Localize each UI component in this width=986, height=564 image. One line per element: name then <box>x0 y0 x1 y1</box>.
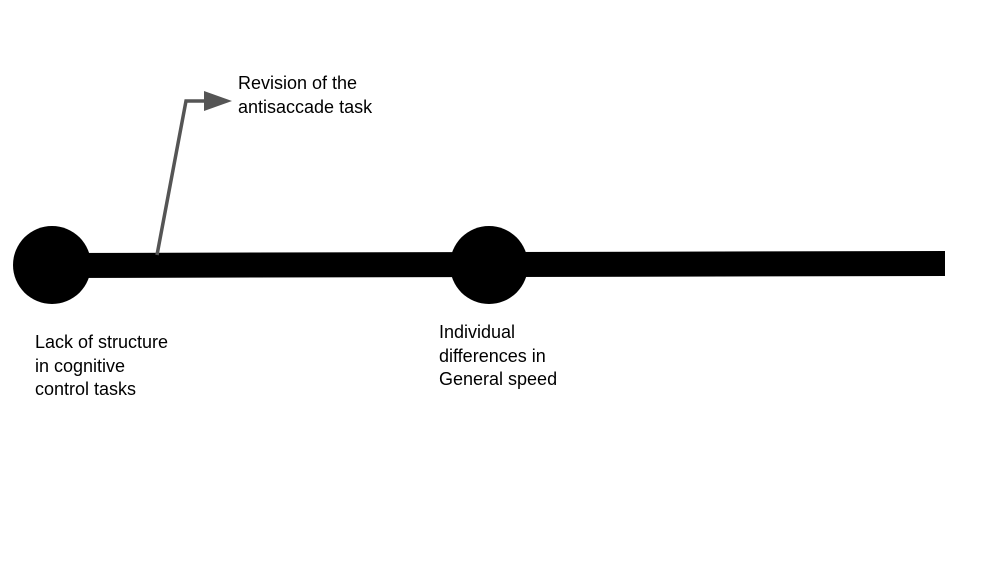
node-2-label: Individual differences in General speed <box>439 322 558 389</box>
timeline-node-1 <box>13 226 91 304</box>
branch-arrow-line <box>155 99 206 256</box>
branch-arrow-head <box>204 91 232 111</box>
timeline-node-2 <box>450 226 528 304</box>
node-1-label: Lack of structure in cognitive control t… <box>35 332 169 399</box>
branch-label: Revision of the antisaccade task <box>238 73 373 117</box>
